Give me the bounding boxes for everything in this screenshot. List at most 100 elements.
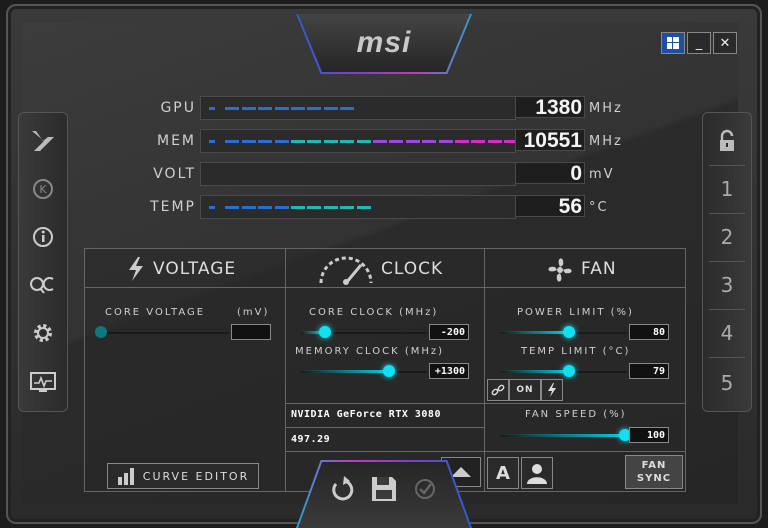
fan-icon bbox=[545, 255, 575, 289]
gpu-label: GPU bbox=[160, 100, 196, 116]
lightning-icon bbox=[125, 257, 147, 285]
core-clock-fill bbox=[301, 331, 325, 334]
gpu-bar bbox=[200, 96, 516, 120]
driver-version: 497.29 bbox=[291, 434, 331, 445]
settings-icon[interactable] bbox=[19, 313, 67, 353]
fan-speed-fill bbox=[501, 434, 625, 437]
volt-unit: mV bbox=[589, 167, 615, 182]
memory-clock-slider[interactable] bbox=[383, 365, 395, 377]
mem-unit: MHz bbox=[589, 134, 623, 149]
temp-value: 56 bbox=[515, 195, 585, 218]
link-icon bbox=[491, 384, 505, 396]
left-sidebar: K bbox=[18, 112, 68, 412]
profile-4-button[interactable]: 4 bbox=[720, 321, 734, 345]
volt-bar bbox=[200, 162, 516, 186]
user-fan-button[interactable] bbox=[521, 457, 553, 489]
temp-limit-fill bbox=[501, 370, 569, 373]
monitor-bar-segment bbox=[373, 140, 387, 143]
clock-title: CLOCK bbox=[381, 259, 444, 279]
power-limit-value[interactable]: 80 bbox=[629, 324, 669, 340]
monitor-bar-segment bbox=[241, 107, 256, 110]
kombustor-icon[interactable]: K bbox=[19, 169, 67, 209]
power-limit-fill bbox=[501, 331, 569, 334]
fan-speed-slider[interactable] bbox=[619, 429, 631, 441]
profile-5-button[interactable]: 5 bbox=[720, 371, 734, 395]
msi-dragon-icon[interactable] bbox=[19, 121, 67, 161]
monitor-bar-segment bbox=[274, 140, 289, 143]
monitor-bar-segment bbox=[356, 206, 371, 209]
core-voltage-slider[interactable] bbox=[95, 326, 107, 338]
monitor-bar-segment bbox=[471, 140, 486, 143]
fan-auto-on-toggle[interactable]: ON bbox=[509, 379, 541, 401]
gpu-value: 1380 bbox=[515, 96, 585, 119]
monitor-bar-segment bbox=[258, 140, 273, 143]
monitor-bar-segment bbox=[258, 206, 273, 209]
monitor-bar-segment bbox=[274, 107, 289, 110]
mem-bar bbox=[200, 129, 519, 153]
profile-3-button[interactable]: 3 bbox=[720, 273, 734, 297]
fan-curve-button[interactable] bbox=[541, 379, 563, 401]
monitor-bar-segment bbox=[209, 206, 215, 209]
monitor-bar-segment bbox=[405, 140, 420, 143]
volt-label: VOLT bbox=[153, 166, 196, 182]
monitor-bar-segment bbox=[340, 140, 355, 143]
reset-icon[interactable] bbox=[330, 476, 354, 506]
core-voltage-unit: (mV) bbox=[237, 307, 270, 318]
monitor-bar-segment bbox=[323, 206, 338, 209]
fan-sync-button[interactable]: FAN SYNC bbox=[625, 455, 683, 489]
monitor-bar-segment bbox=[291, 206, 305, 209]
profile-2-button[interactable]: 2 bbox=[720, 225, 734, 249]
control-panel: VOLTAGE CORE VOLTAGE (mV) CURVE EDITOR C… bbox=[84, 248, 686, 492]
monitor-bar-segment bbox=[225, 107, 240, 110]
monitor-bar-segment bbox=[422, 140, 437, 143]
core-clock-value[interactable]: -200 bbox=[429, 324, 469, 340]
fan-title: FAN bbox=[581, 259, 617, 279]
memory-clock-value[interactable]: +1300 bbox=[429, 363, 469, 379]
fan-speed-value[interactable]: 100 bbox=[629, 427, 669, 443]
oc-scanner-icon[interactable] bbox=[19, 265, 67, 305]
info-icon[interactable] bbox=[19, 217, 67, 257]
profile-1-button[interactable]: 1 bbox=[720, 177, 734, 201]
core-voltage-track bbox=[101, 332, 229, 334]
monitor-bar-segment bbox=[225, 206, 240, 209]
power-limit-label: POWER LIMIT (%) bbox=[517, 307, 634, 318]
monitor-bar-segment bbox=[504, 140, 519, 143]
monitor-bar-segment bbox=[225, 140, 240, 143]
svg-text:K: K bbox=[39, 183, 47, 196]
core-voltage-value[interactable] bbox=[231, 324, 271, 340]
temp-limit-value[interactable]: 79 bbox=[629, 363, 669, 379]
window-controls: _ ✕ bbox=[661, 32, 737, 54]
user-icon bbox=[527, 464, 547, 484]
monitor-bar-segment bbox=[323, 107, 338, 110]
temp-unit: °C bbox=[589, 200, 609, 215]
windows-icon[interactable] bbox=[661, 32, 685, 54]
apply-icon[interactable] bbox=[414, 478, 436, 504]
monitor-bar-segment bbox=[291, 107, 305, 110]
monitor-bar-segment bbox=[209, 140, 215, 143]
link-button[interactable] bbox=[487, 379, 509, 401]
monitor-bar-segment bbox=[438, 140, 453, 143]
auto-fan-button[interactable]: A bbox=[487, 457, 519, 489]
monitor-bar-segment bbox=[340, 206, 355, 209]
unlock-icon[interactable] bbox=[703, 121, 751, 161]
core-clock-slider[interactable] bbox=[319, 326, 331, 338]
curve-editor-button[interactable]: CURVE EDITOR bbox=[107, 463, 259, 489]
monitor-icon[interactable] bbox=[19, 363, 67, 403]
fan-speed-label: FAN SPEED (%) bbox=[525, 409, 627, 420]
temp-label: TEMP bbox=[150, 199, 196, 215]
core-clock-track bbox=[301, 332, 427, 334]
power-limit-slider[interactable] bbox=[563, 326, 575, 338]
monitor-bar-segment bbox=[356, 140, 371, 143]
minimize-button[interactable]: _ bbox=[687, 32, 711, 54]
monitor-bar-segment bbox=[340, 107, 355, 110]
temp-limit-label: TEMP LIMIT (°C) bbox=[521, 346, 631, 357]
gpu-name: NVIDIA GeForce RTX 3080 bbox=[291, 409, 441, 420]
core-clock-label: CORE CLOCK (MHz) bbox=[309, 307, 439, 318]
close-button[interactable]: ✕ bbox=[713, 32, 737, 54]
volt-value: 0 bbox=[515, 162, 585, 185]
save-icon[interactable] bbox=[370, 475, 398, 507]
temp-limit-slider[interactable] bbox=[563, 365, 575, 377]
msi-logo: msi bbox=[356, 26, 412, 59]
monitor-bar-segment bbox=[455, 140, 469, 143]
monitor-bar-segment bbox=[307, 206, 322, 209]
